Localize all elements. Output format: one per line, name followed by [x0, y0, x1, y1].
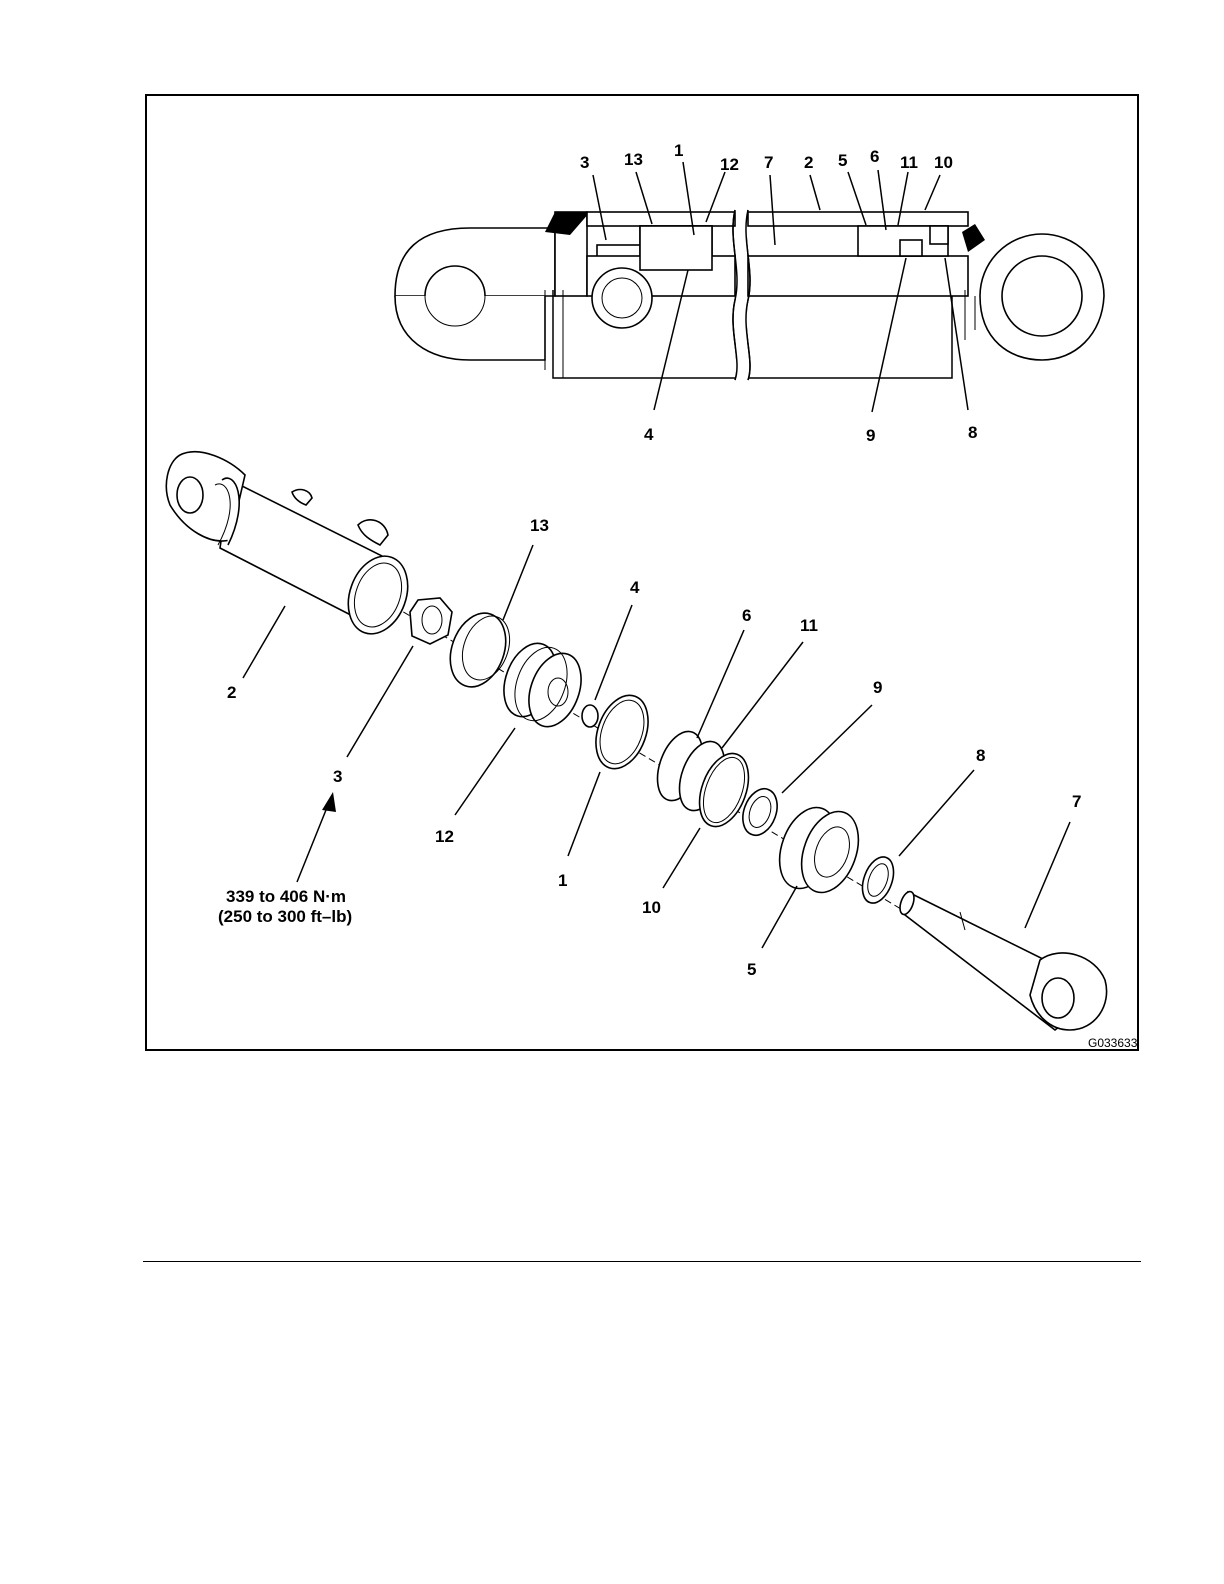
- gland-part-5: [769, 800, 869, 901]
- callout-section-4: 4: [644, 425, 654, 444]
- callout-section-13: 13: [624, 150, 643, 169]
- callout-exploded-6: 6: [742, 606, 751, 625]
- page-divider: [143, 1261, 1141, 1262]
- callout-exploded-10: 10: [642, 898, 661, 917]
- callout-exploded-12: 12: [435, 827, 454, 846]
- barrel-wall-left: [587, 212, 735, 226]
- torque-specification: 339 to 406 N·m (250 to 300 ft–lb): [218, 887, 352, 926]
- rod-part-7: [897, 890, 1106, 1030]
- callout-section-10: 10: [934, 153, 953, 172]
- callout-section-12: 12: [720, 155, 739, 174]
- seal-part-1: [586, 688, 657, 776]
- callout-section-7: 7: [764, 153, 773, 172]
- figure-id: G033633: [1088, 1036, 1138, 1050]
- callout-exploded-11: 11: [800, 616, 818, 635]
- callout-section-6: 6: [870, 147, 879, 166]
- callout-section-11: 11: [900, 153, 918, 172]
- callout-exploded-8: 8: [976, 746, 985, 765]
- callout-section-5: 5: [838, 151, 847, 170]
- weld-right: [962, 224, 985, 252]
- exploded-view: [166, 452, 1106, 1030]
- callout-exploded-13: 13: [530, 516, 549, 535]
- callout-exploded-1: 1: [558, 871, 567, 890]
- callout-exploded-7: 7: [1072, 792, 1081, 811]
- callout-exploded-9: 9: [873, 678, 882, 697]
- torque-imperial: (250 to 300 ft–lb): [218, 907, 352, 926]
- torque-metric: 339 to 406 N·m: [226, 887, 346, 906]
- callout-section-2: 2: [804, 153, 813, 172]
- wiper-part-8: [857, 853, 900, 908]
- callout-section-1: 1: [674, 141, 683, 160]
- rod-right: [748, 256, 968, 296]
- callout-exploded-5: 5: [747, 960, 756, 979]
- callout-exploded-3: 3: [333, 767, 342, 786]
- piston-part-12: [494, 636, 590, 734]
- barrel-part-2: [166, 452, 418, 642]
- callout-section-8: 8: [968, 423, 977, 442]
- section-view: [395, 205, 1105, 385]
- callout-exploded-4: 4: [630, 578, 640, 597]
- barrel-wall-right: [748, 212, 968, 226]
- callout-section-9: 9: [866, 426, 875, 445]
- callout-section-3: 3: [580, 153, 589, 172]
- callout-exploded-2: 2: [227, 683, 236, 702]
- port-fitting: [592, 268, 652, 328]
- o-ring-part-4: [582, 705, 598, 727]
